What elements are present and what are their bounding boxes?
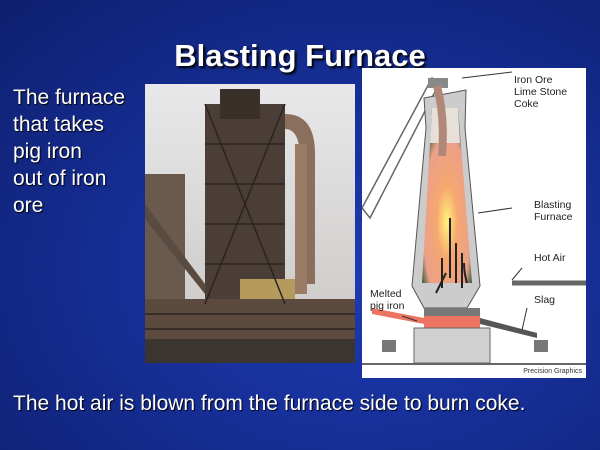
label-iron-ore: Iron Ore [514, 74, 553, 86]
furnace-label: Blasting Furnace [534, 199, 573, 223]
label-pig-iron: pig iron [370, 300, 405, 312]
melted-pig-iron-label: Melted pig iron [370, 288, 404, 312]
furnace-diagram: Iron Ore Lime Stone Coke Blasting Furnac… [362, 68, 586, 378]
label-coke: Coke [514, 98, 539, 110]
description-line: pig iron [13, 140, 82, 163]
furnace-illustration [362, 71, 586, 365]
label-lime-stone: Lime Stone [514, 86, 568, 98]
label-melted: Melted [370, 288, 402, 300]
inputs-label: Iron Ore Lime Stone Coke [514, 74, 567, 110]
bottom-caption: The hot air is blown from the furnace si… [13, 392, 526, 415]
description-line: The furnace [13, 86, 126, 109]
label-furnace: Furnace [534, 211, 573, 223]
image-credit: Precision Graphics [523, 368, 582, 375]
furnace-description: The furnace that takes pig iron out of i… [13, 84, 148, 219]
hot-air-label: Hot Air [534, 252, 566, 264]
description-line: that takes [13, 113, 105, 136]
slide-title: Blasting Furnace [174, 38, 426, 73]
label-blasting: Blasting [534, 199, 572, 211]
description-line: ore [13, 194, 44, 217]
slag-label: Slag [534, 294, 556, 306]
blast-furnace-photo [145, 84, 355, 363]
description-line: out of iron [13, 167, 107, 190]
